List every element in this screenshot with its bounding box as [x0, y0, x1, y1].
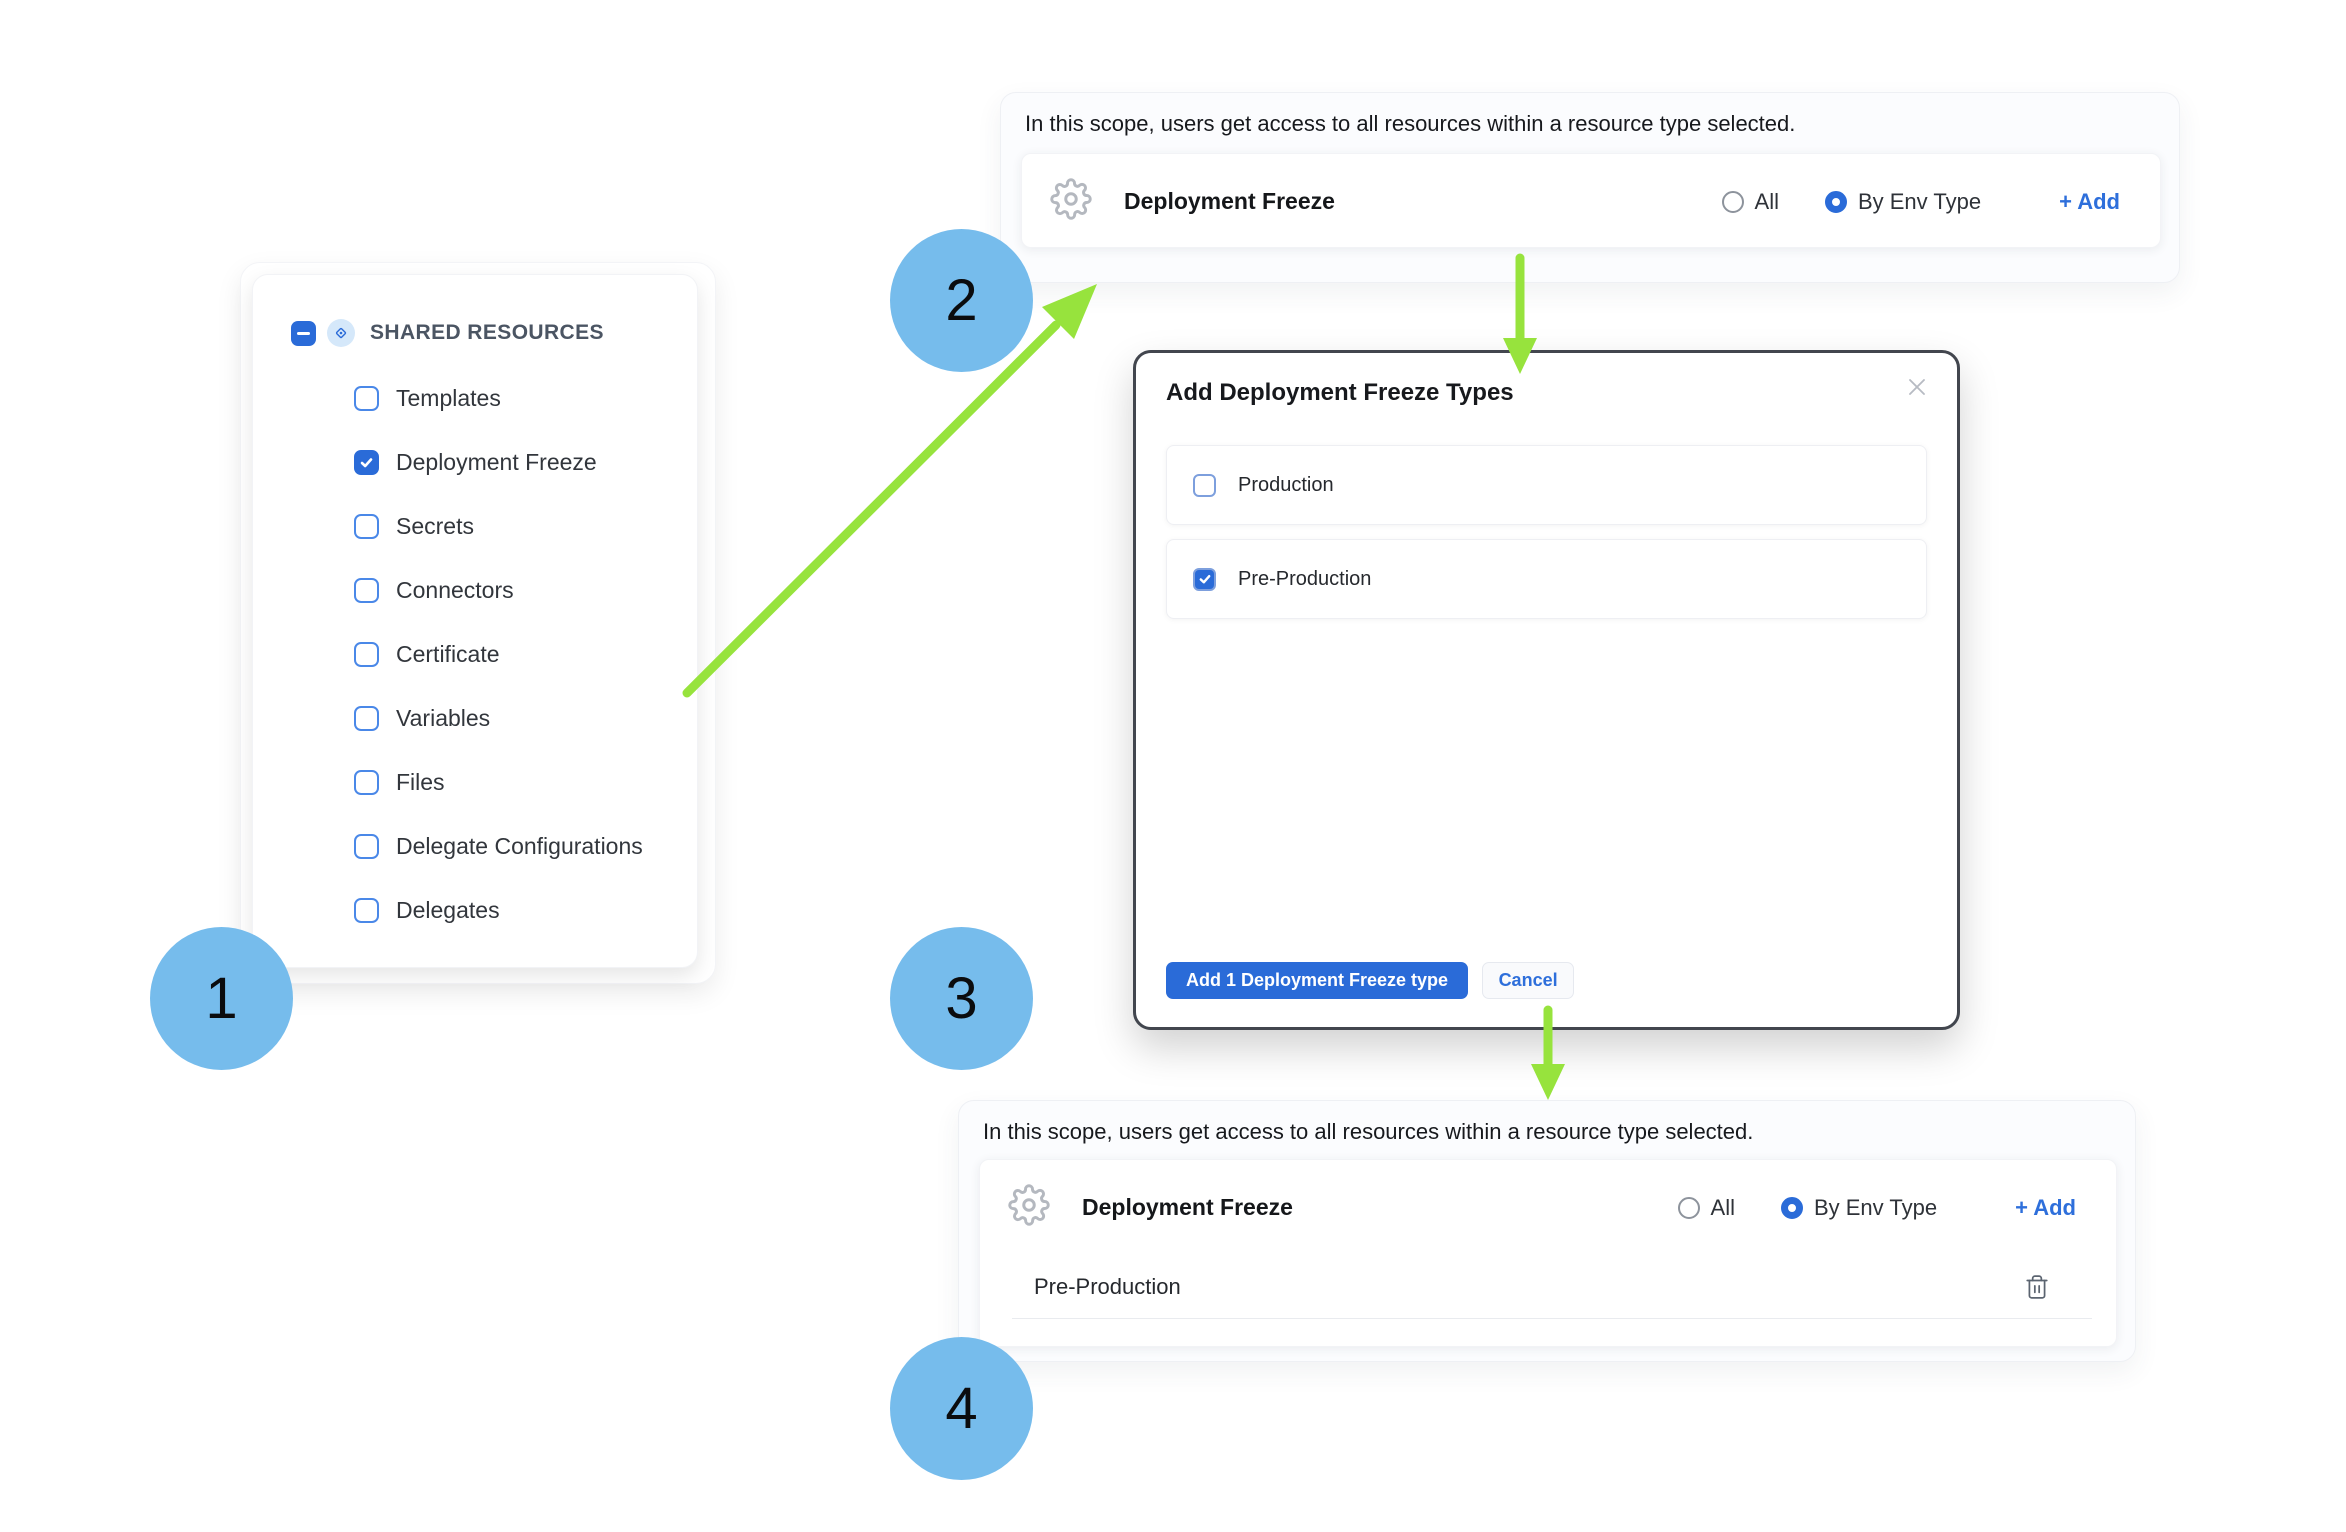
scope-radio-group: All By Env Type [1677, 1194, 1938, 1221]
resource-type-card: Deployment Freeze All By Env Type + Add … [979, 1159, 2117, 1347]
scope-description: In this scope, users get access to all r… [1025, 111, 1796, 136]
checkbox-delegate-configurations[interactable] [354, 833, 379, 859]
checkbox-files[interactable] [354, 769, 379, 795]
minus-icon [297, 331, 310, 335]
shared-resources-icon [327, 319, 355, 347]
radio-all-control[interactable] [1677, 1196, 1700, 1219]
radio-all-control[interactable] [1721, 190, 1744, 213]
list-item-connectors: Connectors [354, 577, 643, 603]
radio-by-env-type[interactable]: By Env Type [1780, 1194, 1938, 1221]
radio-all-label: All [1754, 188, 1779, 214]
add-deployment-freeze-types-modal: Add Deployment Freeze Types Production P… [1133, 350, 1960, 1030]
divider [1012, 1318, 2092, 1319]
scope-radio-group: All By Env Type [1721, 188, 1982, 215]
resource-checkbox-list: Templates Deployment Freeze Secrets Conn… [354, 385, 643, 961]
gear-icon [1008, 1184, 1050, 1231]
resource-type-name: Deployment Freeze [1082, 1194, 1293, 1220]
radio-all-label: All [1710, 1194, 1735, 1220]
shared-resources-header: SHARED RESOURCES [291, 319, 604, 347]
list-item-deployment-freeze: Deployment Freeze [354, 449, 643, 475]
shared-resources-panel: SHARED RESOURCES Templates Deployment Fr… [252, 274, 698, 968]
radio-by-env-type[interactable]: By Env Type [1824, 188, 1982, 215]
modal-footer: Add 1 Deployment Freeze type Cancel [1166, 962, 1575, 999]
modal-title: Add Deployment Freeze Types [1166, 379, 1514, 406]
resource-row: Deployment Freeze All By Env Type + Add [980, 1160, 2116, 1255]
checkbox-production[interactable] [1193, 473, 1216, 497]
list-item-delegates: Delegates [354, 897, 643, 923]
gear-icon [1050, 178, 1092, 225]
cancel-button[interactable]: Cancel [1482, 962, 1575, 999]
radio-by-env-control[interactable] [1824, 190, 1847, 213]
checkbox-connectors[interactable] [354, 577, 379, 603]
list-item-certificate: Certificate [354, 641, 643, 667]
list-item-secrets: Secrets [354, 513, 643, 539]
trash-icon[interactable] [2024, 1274, 2050, 1300]
list-item-templates: Templates [354, 385, 643, 411]
shared-resources-title: SHARED RESOURCES [370, 321, 604, 344]
step-badge-3: 3 [890, 927, 1033, 1070]
list-item-files: Files [354, 769, 643, 795]
close-icon[interactable] [1905, 375, 1929, 404]
add-button[interactable]: + Add [2059, 188, 2120, 214]
checkbox-delegates[interactable] [354, 897, 379, 923]
selected-freeze-type-row: Pre-Production [980, 1255, 2116, 1318]
scope-description: In this scope, users get access to all r… [983, 1119, 1754, 1144]
collapse-checkbox[interactable] [291, 320, 316, 346]
resource-type-card: Deployment Freeze All By Env Type + Add [1021, 153, 2161, 248]
radio-all[interactable]: All [1677, 1194, 1735, 1221]
option-row-production: Production [1166, 445, 1927, 525]
checkbox-secrets[interactable] [354, 513, 379, 539]
checkbox-pre-production[interactable] [1193, 567, 1216, 591]
add-button[interactable]: + Add [2015, 1194, 2076, 1220]
step-badge-2: 2 [890, 229, 1033, 372]
arrow-diagonal [682, 284, 1097, 698]
resource-type-name: Deployment Freeze [1124, 188, 1335, 214]
step-badge-1: 1 [150, 927, 293, 1070]
resource-row: Deployment Freeze All By Env Type + Add [1022, 154, 2160, 249]
option-row-pre-production: Pre-Production [1166, 539, 1927, 619]
scope-panel-step4: In this scope, users get access to all r… [958, 1100, 2136, 1362]
checkbox-deployment-freeze[interactable] [354, 449, 379, 475]
scope-panel-step2: In this scope, users get access to all r… [1000, 92, 2180, 283]
list-item-variables: Variables [354, 705, 643, 731]
add-freeze-type-button[interactable]: Add 1 Deployment Freeze type [1166, 962, 1469, 999]
checkbox-variables[interactable] [354, 705, 379, 731]
checkbox-certificate[interactable] [354, 641, 379, 667]
checkbox-templates[interactable] [354, 385, 379, 411]
radio-all[interactable]: All [1721, 188, 1779, 215]
radio-by-env-label: By Env Type [1813, 1194, 1938, 1220]
selected-freeze-type: Pre-Production [1034, 1273, 1181, 1299]
radio-by-env-label: By Env Type [1857, 188, 1982, 214]
freeze-type-options: Production Pre-Production [1166, 445, 1927, 633]
list-item-delegate-configurations: Delegate Configurations [354, 833, 643, 859]
step-badge-4: 4 [890, 1337, 1033, 1480]
radio-by-env-control[interactable] [1780, 1196, 1803, 1219]
